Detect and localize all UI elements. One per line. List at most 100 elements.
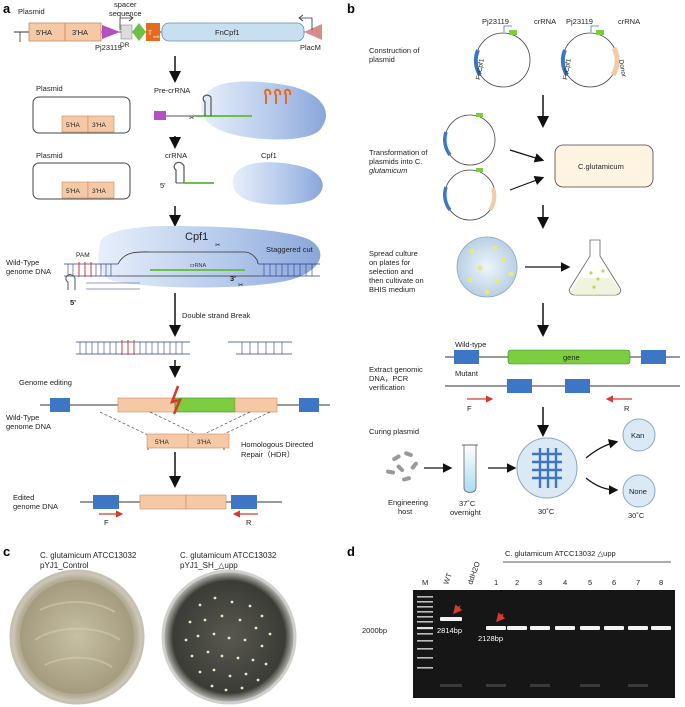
eng-line2: host (398, 507, 413, 516)
ladder (417, 596, 433, 669)
kan-label: Kan (631, 431, 644, 440)
colonies (184, 596, 272, 692)
panel-c: c C. glutamicum ATCC13032 pYJ1_Control C… (3, 544, 297, 705)
blue-box-left (50, 398, 70, 412)
dr-label: DR (120, 42, 130, 49)
d-title: C. glutamicum ATCC13032 △upp (505, 549, 616, 558)
d-lane-number: 3 (538, 578, 542, 587)
spread-line2: on plates for (369, 258, 411, 267)
panel-a: a Plasmid spacer sequence 5'HA 3'HA Pj23… (3, 0, 330, 527)
transform-line3: glutamicum (369, 166, 407, 175)
b-mutant-label: Mutant (455, 369, 479, 378)
three-prime-label: 3' (230, 274, 236, 283)
svg-text:5'HA: 5'HA (66, 122, 81, 129)
svg-text:3'HA: 3'HA (197, 439, 212, 446)
c-left-line1: C. glutamicum ATCC13032 (40, 551, 137, 560)
transform-line2: plasmids into C. (369, 157, 422, 166)
dr-box (120, 24, 133, 40)
d-lane-number: 6 (612, 578, 616, 587)
band-wt-label: 2814bp (437, 626, 462, 635)
band-lane-5 (580, 626, 600, 630)
gene-box (507, 349, 631, 365)
spread-line4: then cultivate on (369, 276, 424, 285)
wt-genome-1: Wild-Type (6, 258, 39, 267)
cglut-label: C.glutamicum (578, 162, 624, 171)
terminator-label: T (148, 30, 152, 37)
placm-arrow (304, 24, 322, 40)
ha3-label: 3'HA (72, 28, 88, 37)
staggered-label: Staggered cut (266, 245, 314, 254)
break-bolt (169, 385, 183, 415)
edited-r: R (246, 518, 252, 527)
control-plate (9, 569, 145, 705)
b-wildtype-label: Wild-type (455, 340, 486, 349)
svg-text:3'HA: 3'HA (92, 188, 107, 195)
b-fncpf1-a: FnCpf1 (475, 58, 486, 81)
band-lane-1 (486, 626, 506, 630)
fncpf1-label: FnCpf1 (215, 28, 240, 37)
ha5-label: 5'HA (36, 28, 52, 37)
band-lane-4 (555, 626, 575, 630)
c-right-line1: C. glutamicum ATCC13032 (180, 551, 277, 560)
d-lane-wt: WT (441, 571, 454, 585)
panel-b: b Construction of plasmid Pj23119 crRNA … (347, 1, 680, 520)
svg-text:3'HA: 3'HA (92, 122, 107, 129)
d-lane-number: 2 (515, 578, 519, 587)
construct-line2: plasmid (369, 55, 395, 64)
d-lane-ddh2o: ddH2O (465, 560, 482, 586)
panel-c-letter: c (3, 544, 10, 559)
five-prime-label: 5' (160, 181, 166, 190)
b-f-label: F (467, 404, 472, 413)
blue-box-right (299, 398, 319, 412)
dsb-label: Double strand Break (182, 311, 251, 320)
d-lane-number: 7 (636, 578, 640, 587)
flask-icon (568, 239, 622, 296)
cpf1-genome-complex (98, 226, 321, 288)
placm-label: PlacM (300, 43, 321, 52)
cpf1-big-label: Cpf1 (185, 231, 208, 243)
transform-line1: Transformation of (369, 148, 428, 157)
b-donor: Donor (617, 59, 627, 78)
svg-text:5'HA: 5'HA (155, 439, 170, 446)
temp37-line2: overnight (450, 508, 482, 517)
kan-plate (622, 418, 656, 452)
d-lane-number: 4 (563, 578, 567, 587)
extract-line2: DNA，PCR (369, 374, 409, 383)
band-lane-6 (604, 626, 624, 630)
b-plate (456, 236, 518, 298)
cpf1-complex (201, 81, 327, 140)
spread-line1: Spread culture (369, 249, 418, 258)
c-right-line2: pYJ1_SH_△upp (180, 561, 238, 570)
crrna-inner-label: crRNA (190, 263, 207, 269)
spread-line3: selection and (369, 267, 413, 276)
extract-line3: verification (369, 383, 405, 392)
gel-image (413, 590, 675, 698)
wt-genome-2: genome DNA (6, 267, 51, 276)
genome-editing-label: Genome editing (19, 378, 72, 387)
b-plasmid-small-1 (444, 114, 496, 166)
test-tube-icon (462, 444, 478, 493)
plasmid2-ring (32, 96, 131, 134)
precrrna-label: Pre-crRNA (154, 86, 190, 95)
b-r-label: R (624, 404, 630, 413)
plasmid2-title: Plasmid (36, 84, 63, 93)
cpf1-protein (232, 162, 323, 205)
none-plate (622, 474, 656, 508)
spread-line5: BHIS medium (369, 285, 415, 294)
b-fncpf1-b: FnCpf1 (562, 58, 573, 81)
terminator-box (146, 23, 160, 41)
temp30a-label: 30˚C (538, 507, 555, 516)
d-lane-number: 1 (494, 578, 498, 587)
svg-text:✂: ✂ (189, 115, 195, 122)
spacer-diamond (132, 23, 146, 41)
band-lane-7 (628, 626, 648, 630)
bacteria-icon (386, 451, 418, 482)
edited-line1: Edited (13, 493, 34, 502)
construct-line1: Construction of (369, 46, 420, 55)
svg-text:5'HA: 5'HA (66, 188, 81, 195)
temp37-line1: 37˚C (459, 499, 476, 508)
band-1-label: 2128bp (478, 634, 503, 643)
band-lane-8 (651, 626, 671, 630)
terminator-sub: rrnB (153, 35, 160, 39)
